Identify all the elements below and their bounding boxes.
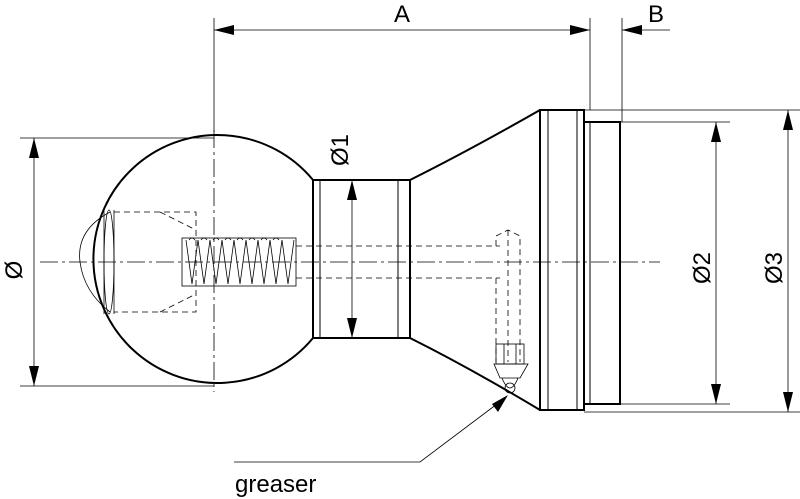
dimension-label-a: A — [394, 1, 410, 28]
center-lines — [40, 130, 660, 392]
dimension-b: B — [622, 1, 670, 35]
dimension-a: A — [214, 1, 590, 35]
dimension-label-d2: Ø2 — [689, 252, 716, 284]
ball-head — [92, 134, 314, 384]
greaser-fitting — [493, 343, 529, 394]
part-outline — [92, 109, 621, 411]
dimension-ball-diameter: Ø — [1, 138, 39, 386]
dimension-spigot-diameter: Ø2 — [689, 122, 721, 404]
spring — [181, 237, 297, 287]
dimension-body-diameter: Ø3 — [761, 110, 793, 412]
bore-detail — [296, 229, 521, 362]
dimension-label-b: B — [648, 1, 664, 28]
extension-lines — [20, 18, 800, 413]
dimension-neck-diameter: Ø1 — [327, 134, 357, 338]
plunger-detail — [79, 209, 197, 315]
dimension-label-d: Ø — [1, 261, 28, 280]
greaser-label: greaser — [235, 471, 316, 498]
dimension-label-d3: Ø3 — [761, 252, 788, 284]
greaser-callout: greaser — [234, 395, 508, 498]
dimension-label-d1: Ø1 — [327, 134, 354, 166]
